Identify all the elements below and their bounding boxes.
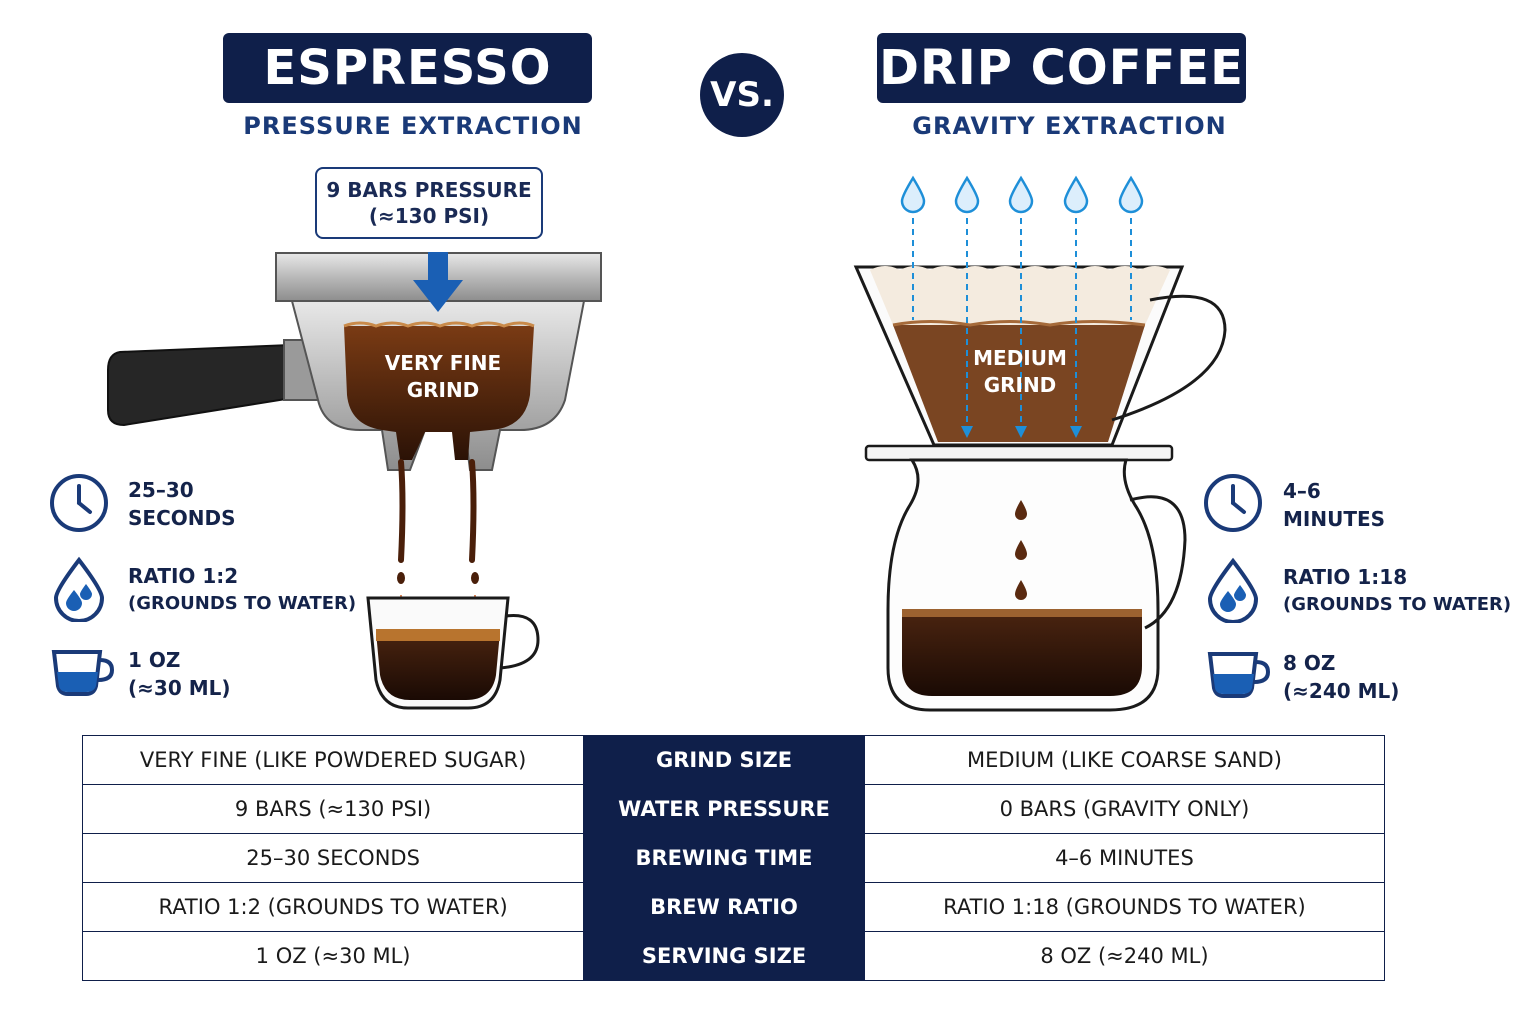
drip-ratio-value: RATIO 1:18 xyxy=(1283,565,1408,589)
espresso-ratio-note: (GROUNDS TO WATER) xyxy=(128,593,357,614)
drip-size-value: 8 OZ xyxy=(1283,651,1336,675)
espresso-grind-line2: GRIND xyxy=(406,378,480,402)
espresso-ratio-value: RATIO 1:2 xyxy=(128,564,239,588)
glass-carafe xyxy=(886,458,1187,712)
row-label-cell: BREW RATIO xyxy=(583,882,865,932)
water-drops xyxy=(900,175,1144,214)
drip-grind-line2: GRIND xyxy=(983,373,1057,397)
espresso-cup xyxy=(366,596,540,710)
clock-icon xyxy=(50,474,108,532)
drip-time-stat: 4–6 MINUTES xyxy=(1283,477,1385,533)
pour-over-dripper xyxy=(853,218,1227,479)
drip-cell: 4–6 MINUTES xyxy=(863,833,1386,883)
espresso-time-value: 25–30 xyxy=(128,478,194,502)
drip-cell: 8 OZ (≈240 ML) xyxy=(863,931,1386,981)
drip-size-stat: 8 OZ (≈240 ML) xyxy=(1283,649,1399,705)
portafilter-group xyxy=(107,252,602,625)
cup-icon xyxy=(51,650,115,696)
pressure-label: 9 BARS PRESSURE (≈130 PSI) xyxy=(315,167,543,239)
table-row: 25–30 SECONDS BREWING TIME 4–6 MINUTES xyxy=(81,833,1386,883)
drip-time-value: 4–6 xyxy=(1283,479,1321,503)
espresso-title-text: ESPRESSO xyxy=(263,40,552,96)
pressure-label-line1: 9 BARS PRESSURE xyxy=(326,178,532,202)
row-label-cell: WATER PRESSURE xyxy=(583,784,865,834)
row-label-cell: SERVING SIZE xyxy=(583,931,865,981)
espresso-size-stat: 1 OZ (≈30 ML) xyxy=(128,646,230,702)
drip-title: DRIP COFFEE xyxy=(877,33,1246,103)
espresso-title: ESPRESSO xyxy=(223,33,592,103)
espresso-time-unit: SECONDS xyxy=(128,506,236,530)
drip-subtitle: GRAVITY EXTRACTION xyxy=(912,112,1227,140)
water-drop-icon xyxy=(53,556,105,622)
clock-icon xyxy=(1204,474,1262,532)
table-row: 9 BARS (≈130 PSI) WATER PRESSURE 0 BARS … xyxy=(81,784,1386,834)
drip-grind-line1: MEDIUM xyxy=(973,346,1067,370)
pressure-label-line2: (≈130 PSI) xyxy=(368,204,490,228)
espresso-subtitle: PRESSURE EXTRACTION xyxy=(243,112,583,140)
vs-text: VS. xyxy=(710,75,774,115)
espresso-ratio-stat: RATIO 1:2 (GROUNDS TO WATER) xyxy=(128,562,356,618)
drip-ratio-note: (GROUNDS TO WATER) xyxy=(1283,594,1512,615)
drip-ratio-stat: RATIO 1:18 (GROUNDS TO WATER) xyxy=(1283,563,1511,619)
espresso-size-ml: (≈30 ML) xyxy=(128,676,231,700)
espresso-time-stat: 25–30 SECONDS xyxy=(128,476,236,532)
comparison-table: VERY FINE (LIKE POWDERED SUGAR) GRIND SI… xyxy=(81,735,1386,981)
table-row: VERY FINE (LIKE POWDERED SUGAR) GRIND SI… xyxy=(81,735,1386,785)
espresso-cell: RATIO 1:2 (GROUNDS TO WATER) xyxy=(81,882,585,932)
drip-cell: 0 BARS (GRAVITY ONLY) xyxy=(863,784,1386,834)
espresso-size-value: 1 OZ xyxy=(128,648,181,672)
espresso-cell: 1 OZ (≈30 ML) xyxy=(81,931,585,981)
espresso-cell: VERY FINE (LIKE POWDERED SUGAR) xyxy=(81,735,585,785)
water-drop-icon xyxy=(1207,557,1259,623)
espresso-cell: 9 BARS (≈130 PSI) xyxy=(81,784,585,834)
row-label-cell: BREWING TIME xyxy=(583,833,865,883)
espresso-cell: 25–30 SECONDS xyxy=(81,833,585,883)
vs-badge: VS. xyxy=(700,53,784,137)
table-row: 1 OZ (≈30 ML) SERVING SIZE 8 OZ (≈240 ML… xyxy=(81,931,1386,981)
row-label-cell: GRIND SIZE xyxy=(583,735,865,785)
table-row: RATIO 1:2 (GROUNDS TO WATER) BREW RATIO … xyxy=(81,882,1386,932)
drip-grind-label: MEDIUM GRIND xyxy=(955,345,1085,399)
drip-title-text: DRIP COFFEE xyxy=(879,40,1244,96)
drip-cell: MEDIUM (LIKE COARSE SAND) xyxy=(863,735,1386,785)
espresso-grind-label: VERY FINE GRIND xyxy=(378,350,508,404)
cup-icon xyxy=(1207,652,1271,698)
drip-size-ml: (≈240 ML) xyxy=(1283,679,1400,703)
espresso-grind-line1: VERY FINE xyxy=(384,351,502,375)
drip-time-unit: MINUTES xyxy=(1283,507,1386,531)
drip-cell: RATIO 1:18 (GROUNDS TO WATER) xyxy=(863,882,1386,932)
